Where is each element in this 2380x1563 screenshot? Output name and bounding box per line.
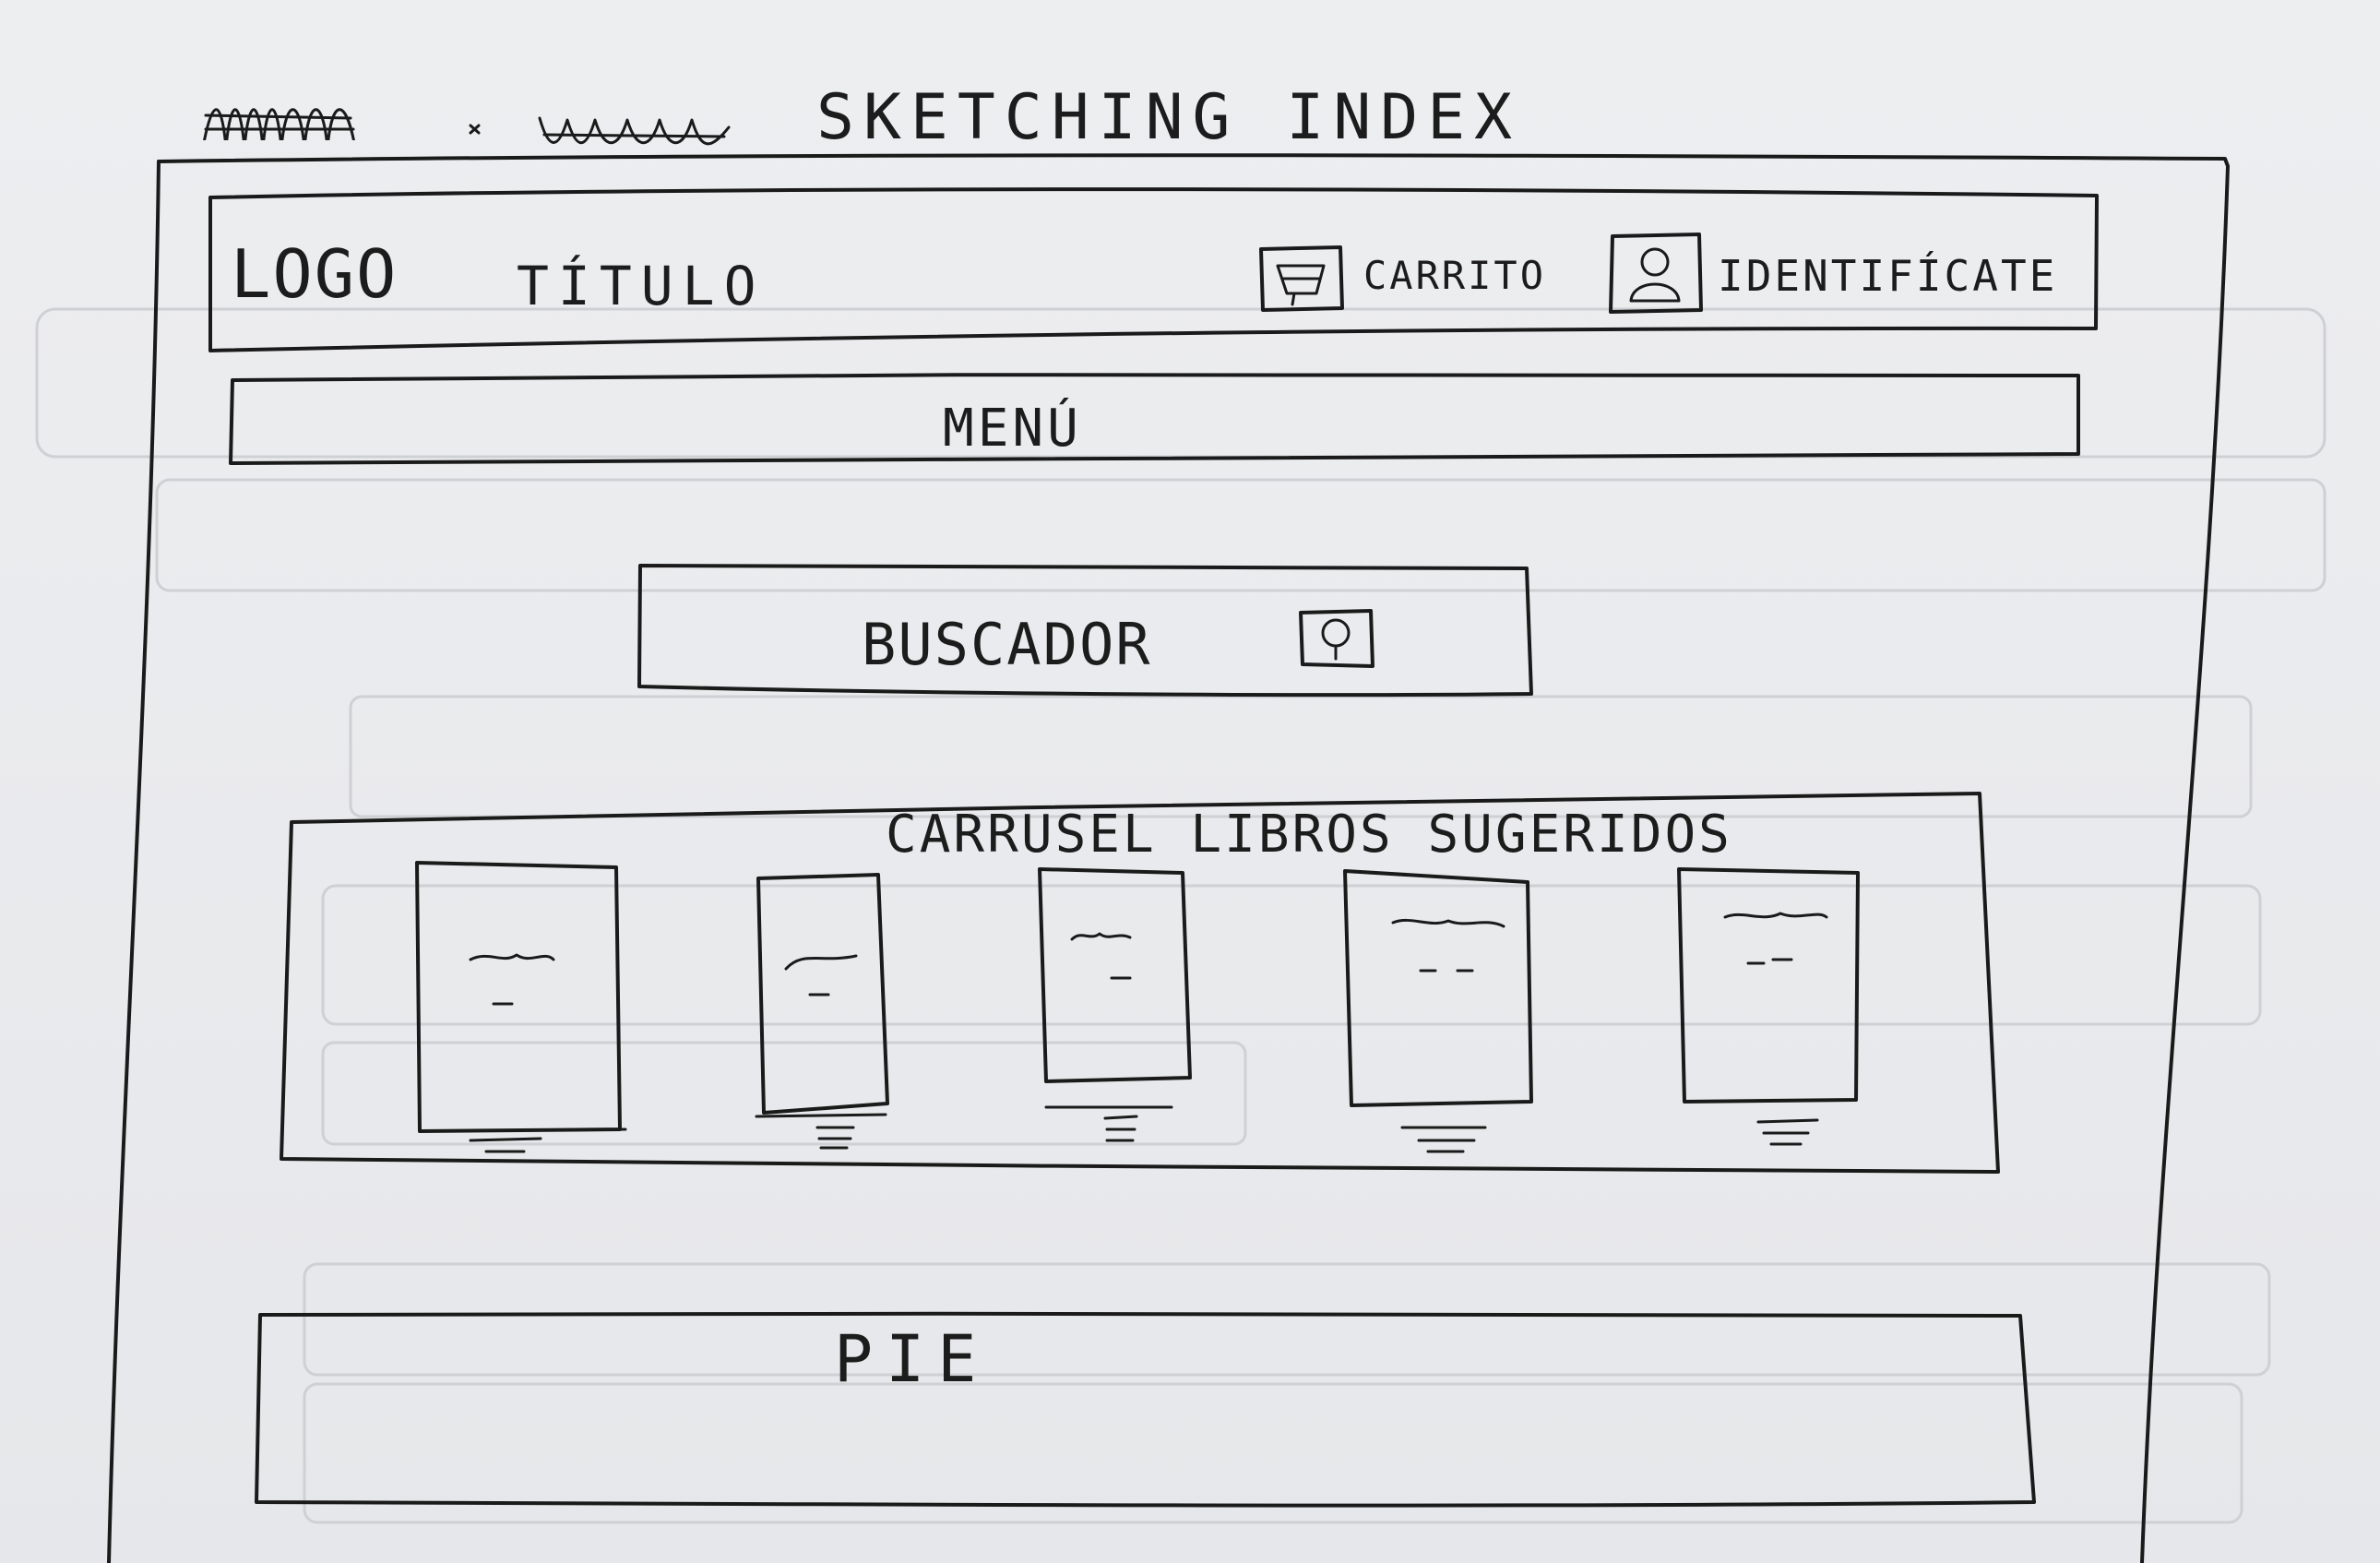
book-card[interactable]: [1038, 867, 1192, 1142]
search-box[interactable]: BUSCADOR: [642, 570, 1528, 688]
carousel-title: CARRUSEL LIBROS SUGERIDOS: [886, 805, 1732, 865]
user-icon: [1609, 233, 1703, 314]
login-label: IDENTIFÍCATE: [1718, 251, 2058, 301]
header-logo[interactable]: LOGO: [231, 235, 399, 313]
menu-label[interactable]: MENÚ: [943, 399, 1082, 459]
book-card[interactable]: [1677, 867, 1860, 1146]
search-label: BUSCADOR: [862, 611, 1152, 678]
footer-label: PIE: [834, 1321, 990, 1397]
sketch-heading: SKETCHING INDEX: [816, 81, 1522, 154]
scribbled-logo-mark: [203, 108, 355, 140]
book-card[interactable]: [415, 861, 627, 1163]
login-button[interactable]: IDENTIFÍCATE: [1607, 233, 2054, 316]
book-card[interactable]: [1343, 869, 1533, 1153]
book-card[interactable]: [755, 873, 889, 1150]
search-icon[interactable]: [1297, 609, 1376, 670]
cart-label: CARRITO: [1363, 253, 1547, 298]
cart-icon: [1259, 245, 1344, 312]
cart-button[interactable]: CARRITO: [1257, 242, 1553, 312]
scribbled-word: [469, 116, 731, 146]
header-title: TÍTULO: [517, 255, 766, 317]
